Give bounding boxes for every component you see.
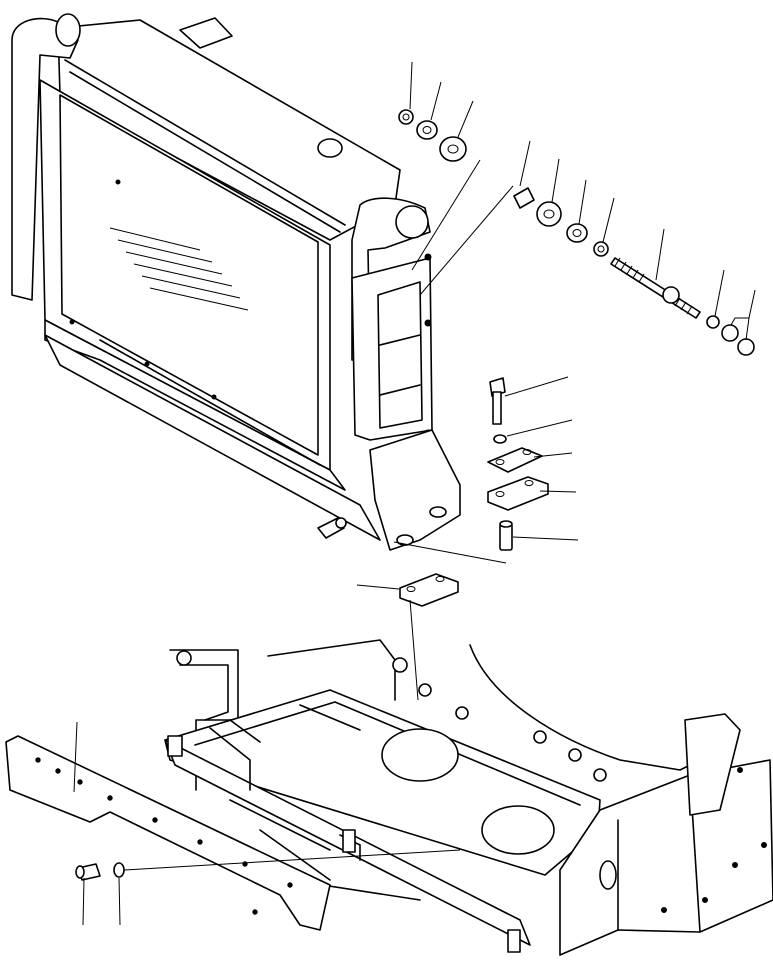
callout-leader-10: [730, 289, 756, 341]
frame-rear-post: [684, 713, 741, 816]
radiator-cap: [317, 138, 343, 158]
rubber-mount-part: [439, 136, 467, 162]
mounting-bracket: [369, 429, 461, 551]
callout-leaders: [73, 61, 756, 926]
callout-leader-5: [551, 158, 560, 203]
cover-washer-part: [113, 862, 125, 878]
nut-part-2: [593, 241, 609, 257]
bolt-left-bracket: [317, 517, 347, 539]
inlet-pipe: [11, 17, 79, 301]
callout-leader-4: [519, 140, 531, 187]
hardware-group-top: [398, 109, 755, 356]
nut-part: [398, 109, 414, 125]
spacer-block-part: [487, 476, 549, 511]
nut-part-3: [706, 315, 720, 329]
radiator-assembly: [11, 13, 433, 541]
frame-hole-lower: [481, 805, 555, 855]
callout-leader-11: [504, 376, 569, 397]
core-hatch-lines: [109, 227, 249, 311]
plate-part: [487, 447, 543, 473]
washer-part-2: [566, 223, 588, 243]
callout-leader-9: [714, 269, 725, 317]
callout-leader-8: [655, 228, 665, 281]
rubber-mount-part-2: [536, 201, 562, 227]
callout-leader-6: [578, 179, 587, 225]
callout-leader-19: [118, 877, 121, 926]
callout-leader-18: [82, 877, 85, 926]
small-washer-part: [493, 434, 507, 444]
frame-hole-upper: [381, 728, 459, 782]
callout-leader-13: [533, 452, 573, 458]
collar-part: [513, 187, 535, 209]
side-cover-plate: [5, 735, 331, 931]
callout-leader-12: [506, 419, 573, 437]
nut-pair-b: [737, 338, 755, 356]
pin-part: [499, 523, 513, 551]
lower-plate-part: [399, 573, 459, 607]
threaded-rod: [610, 257, 701, 319]
callout-leader-3: [457, 100, 474, 138]
hardware-group-middle: [399, 377, 549, 607]
bracket-foot: [369, 429, 461, 551]
callout-leader-7: [602, 197, 615, 243]
nut-pair-a: [721, 324, 739, 342]
frame-right-block: [559, 759, 773, 956]
callout-leader-2: [430, 81, 442, 121]
filler-neck: [179, 17, 233, 49]
assembly-guide-lines: [123, 159, 514, 871]
washer-part: [416, 120, 438, 140]
cover-plate-body: [5, 735, 331, 931]
radiator-lower-shroud: [44, 334, 381, 541]
callout-leader-16: [356, 584, 400, 590]
callout-leader-15: [512, 536, 579, 541]
callout-leader-17: [73, 721, 78, 793]
vehicle-frame: [164, 639, 773, 956]
callout-leader-1: [409, 61, 413, 110]
callout-leader-14: [539, 490, 577, 493]
